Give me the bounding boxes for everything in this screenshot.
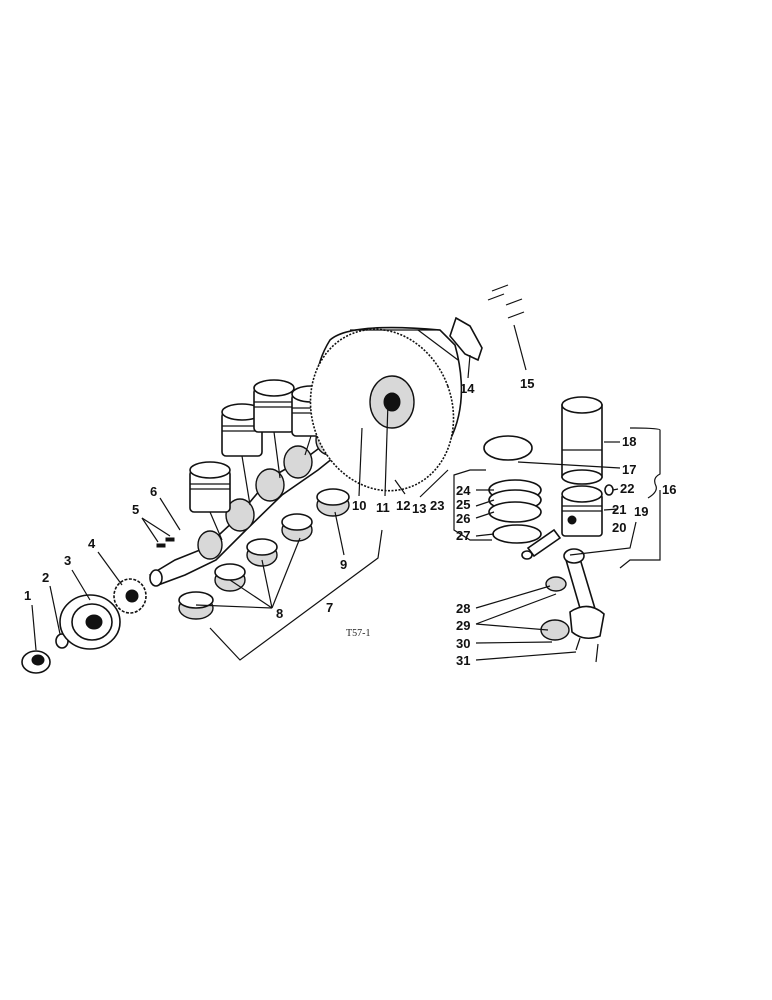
callout-10: 10 (352, 498, 366, 513)
sleeve-seal-ring-drawing (483, 435, 533, 461)
crank-nut-drawing (21, 650, 51, 674)
key-drawing (156, 543, 166, 548)
main-bearings-drawing (178, 513, 313, 620)
figure-code: T57-1 (346, 628, 370, 639)
piston-pin-drawing (521, 528, 562, 560)
callout-20: 20 (612, 520, 626, 535)
thrust-bearing-drawing (316, 488, 350, 517)
crank-gear-drawing (113, 578, 147, 614)
part-drawings (21, 284, 614, 674)
callout-4: 4 (88, 536, 96, 551)
connecting-rod-drawing (540, 548, 605, 663)
callout-labels: 1 2 3 4 5 6 7 8 9 10 11 12 13 14 15 16 1… (24, 376, 676, 668)
callout-7: 7 (326, 600, 333, 615)
callout-3: 3 (64, 553, 71, 568)
callout-27: 27 (456, 528, 470, 543)
callout-16: 16 (662, 482, 676, 497)
callout-11: 11 (376, 500, 390, 515)
callout-8: 8 (276, 606, 283, 621)
flywheel-drawing (309, 326, 463, 492)
callout-26: 26 (456, 511, 470, 526)
retainer-plate-drawing (449, 316, 483, 362)
callout-13: 13 (412, 501, 426, 516)
callout-21: 21 (612, 502, 626, 517)
leader-lines (31, 324, 661, 661)
callout-6: 6 (150, 484, 157, 499)
callout-17: 17 (622, 462, 636, 477)
callout-12: 12 (396, 498, 410, 513)
callout-31: 31 (456, 653, 470, 668)
callout-15: 15 (520, 376, 534, 391)
callout-30: 30 (456, 636, 470, 651)
callout-25: 25 (456, 497, 470, 512)
plate-bolts-drawing (487, 284, 525, 319)
piston-rings-drawing (488, 479, 542, 544)
callout-14: 14 (460, 381, 475, 396)
pulley-drawing (59, 594, 121, 650)
key-drawing (165, 537, 175, 542)
snap-ring-drawing (604, 484, 614, 496)
callout-28: 28 (456, 601, 470, 616)
callout-24: 24 (456, 483, 471, 498)
callout-29: 29 (456, 618, 470, 633)
callout-5: 5 (132, 502, 139, 517)
callout-9: 9 (340, 557, 347, 572)
callout-1: 1 (24, 588, 31, 603)
cylinder-sleeve-drawing (561, 396, 603, 485)
callout-23: 23 (430, 498, 444, 513)
callout-2: 2 (42, 570, 49, 585)
callout-22: 22 (620, 481, 634, 496)
callout-18: 18 (622, 434, 636, 449)
callout-19: 19 (634, 504, 648, 519)
piston-drawing (561, 485, 603, 537)
